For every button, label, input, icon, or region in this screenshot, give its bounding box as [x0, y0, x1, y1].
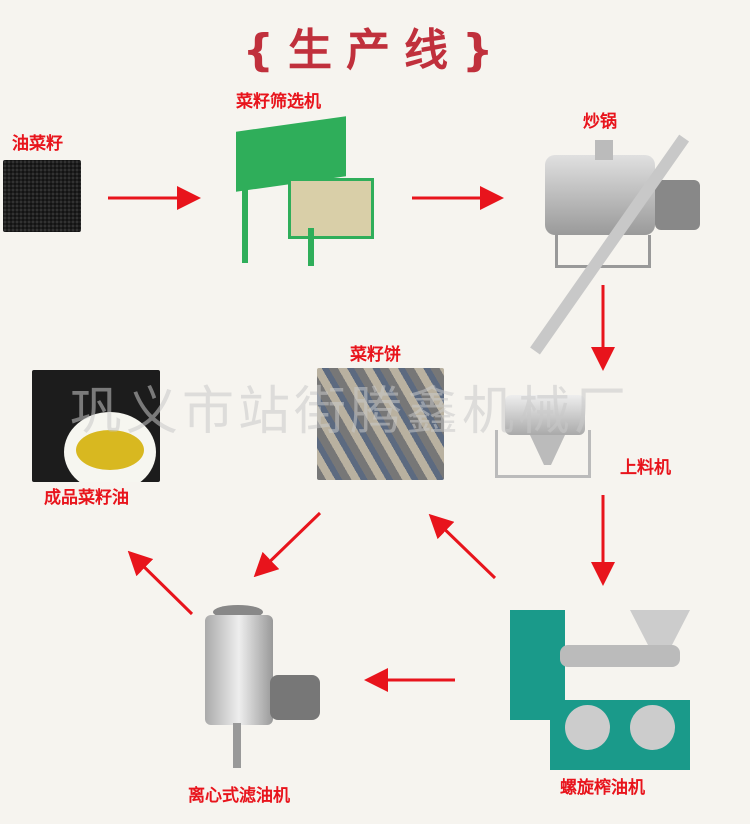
screw-oil-press-image	[505, 605, 700, 775]
arrow-press-to-cake	[428, 513, 497, 580]
step-label-feeder: 上料机	[620, 458, 671, 478]
arrow-filter-to-oil	[127, 550, 194, 616]
step-label-rapeseed-cake: 菜籽饼	[350, 345, 401, 365]
arrow-cake-to-filter	[253, 511, 322, 578]
step-label-centrifugal-oil-filter: 离心式滤油机	[188, 786, 290, 806]
step-label-seed-screening-machine: 菜籽筛选机	[236, 92, 321, 112]
rapeseed-image	[3, 160, 81, 232]
step-label-roaster: 炒锅	[583, 112, 617, 132]
step-label-finished-oil: 成品菜籽油	[44, 488, 129, 508]
seed-screening-machine-image	[228, 116, 378, 266]
rapeseed-cake-image	[317, 368, 444, 480]
page-title: {生产线}	[242, 25, 508, 76]
feeder-machine-image	[475, 134, 750, 495]
finished-oil-image	[32, 370, 160, 482]
step-label-screw-oil-press: 螺旋榨油机	[560, 778, 645, 798]
centrifugal-oil-filter-image	[195, 605, 330, 770]
step-label-rapeseed: 油菜籽	[12, 134, 63, 154]
